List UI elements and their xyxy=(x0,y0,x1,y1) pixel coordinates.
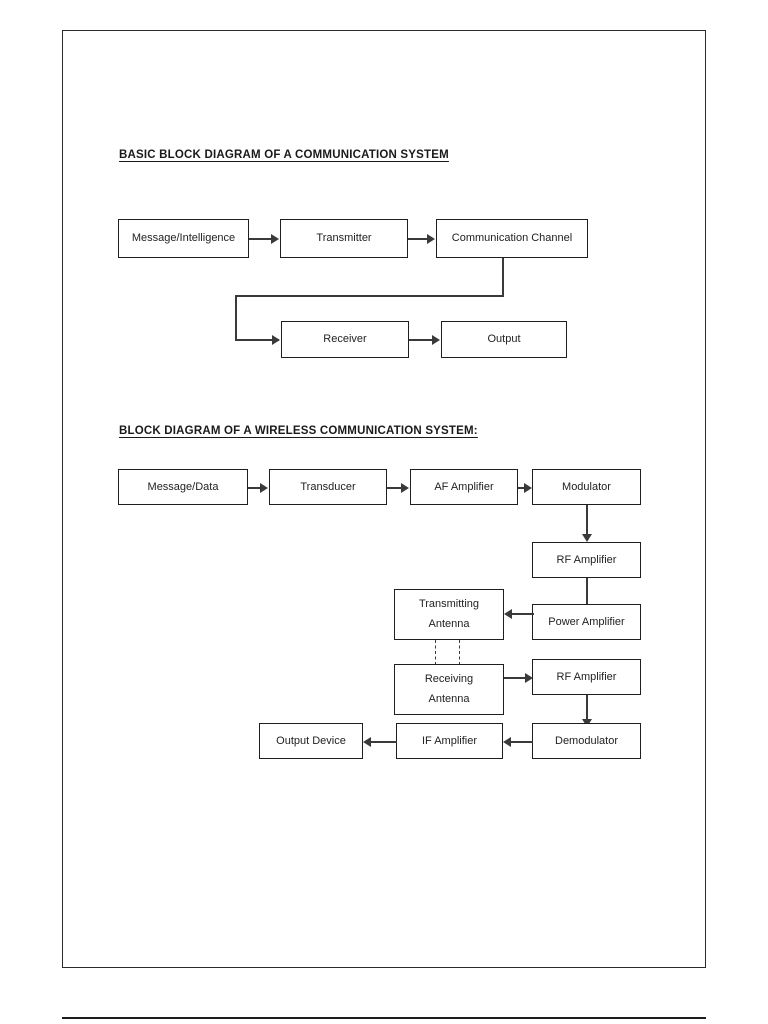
block-transmitting-antenna[interactable]: Transmitting Antenna xyxy=(394,589,504,640)
block-if-amplifier[interactable]: IF Amplifier xyxy=(396,723,503,759)
block-receiver[interactable]: Receiver xyxy=(281,321,409,358)
block-modulator[interactable]: Modulator xyxy=(532,469,641,505)
connector-rf-to-power xyxy=(586,578,588,613)
arrowhead-output-in xyxy=(432,335,440,345)
arrowhead-channel-in xyxy=(427,234,435,244)
block-output-device[interactable]: Output Device xyxy=(259,723,363,759)
block-message-intelligence[interactable]: Message/Intelligence xyxy=(118,219,249,258)
connector-power-to-transmitting-antenna xyxy=(512,613,534,615)
connector-transmitter-to-channel xyxy=(408,238,428,240)
connector-channel-drop xyxy=(502,258,504,296)
block-transmitter[interactable]: Transmitter xyxy=(280,219,408,258)
block-rf-amplifier-tx[interactable]: RF Amplifier xyxy=(532,542,641,578)
block-output[interactable]: Output xyxy=(441,321,567,358)
next-page-separator xyxy=(62,1017,706,1019)
arrowhead-af-amplifier-in xyxy=(401,483,409,493)
block-demodulator[interactable]: Demodulator xyxy=(532,723,641,759)
block-rf-amplifier-rx[interactable]: RF Amplifier xyxy=(532,659,641,695)
receiving-antenna-label-line2: Antenna xyxy=(428,692,470,705)
block-message-data[interactable]: Message/Data xyxy=(118,469,248,505)
connector-if-to-output-device xyxy=(371,741,397,743)
connector-receiving-antenna-to-rf xyxy=(504,677,526,679)
arrowhead-rf-amplifier-rx-in xyxy=(525,673,533,683)
connector-channel-drop-2 xyxy=(235,295,237,340)
arrowhead-transmitter-in xyxy=(271,234,279,244)
connector-af-to-modulator xyxy=(518,487,525,489)
connector-channel-run-left xyxy=(235,295,504,297)
arrowhead-transmitting-antenna-in xyxy=(504,609,512,619)
block-af-amplifier[interactable]: AF Amplifier xyxy=(410,469,518,505)
wireless-link-dash-right xyxy=(459,640,460,665)
arrowhead-receiver-in xyxy=(272,335,280,345)
transmitting-antenna-label-line1: Transmitting xyxy=(418,598,480,611)
connector-to-receiver xyxy=(235,339,279,341)
connector-message-to-transmitter xyxy=(249,238,272,240)
connector-transducer-to-af xyxy=(387,487,402,489)
heading-wireless-block-diagram: BLOCK DIAGRAM OF A WIRELESS COMMUNICATIO… xyxy=(119,425,478,437)
block-power-amplifier[interactable]: Power Amplifier xyxy=(532,604,641,640)
transmitting-antenna-label-line2: Antenna xyxy=(428,617,470,630)
block-transducer[interactable]: Transducer xyxy=(269,469,387,505)
arrowhead-modulator-in xyxy=(524,483,532,493)
arrowhead-output-device-in xyxy=(363,737,371,747)
wireless-link-dash-left xyxy=(435,640,436,665)
arrowhead-if-amplifier-in xyxy=(503,737,511,747)
connector-rf-rx-to-demodulator xyxy=(586,695,588,725)
document-page-sheet: BASIC BLOCK DIAGRAM OF A COMMUNICATION S… xyxy=(62,30,706,968)
receiving-antenna-label-line1: Receiving xyxy=(424,673,474,686)
connector-modulator-to-rf xyxy=(586,505,588,540)
block-receiving-antenna[interactable]: Receiving Antenna xyxy=(394,664,504,715)
connector-messagedata-to-transducer xyxy=(248,487,261,489)
heading-basic-block-diagram: BASIC BLOCK DIAGRAM OF A COMMUNICATION S… xyxy=(119,149,449,161)
arrowhead-rf-amplifier-tx-in xyxy=(582,534,592,542)
arrowhead-transducer-in xyxy=(260,483,268,493)
block-communication-channel[interactable]: Communication Channel xyxy=(436,219,588,258)
connector-demodulator-to-if xyxy=(511,741,533,743)
connector-receiver-to-output xyxy=(409,339,433,341)
